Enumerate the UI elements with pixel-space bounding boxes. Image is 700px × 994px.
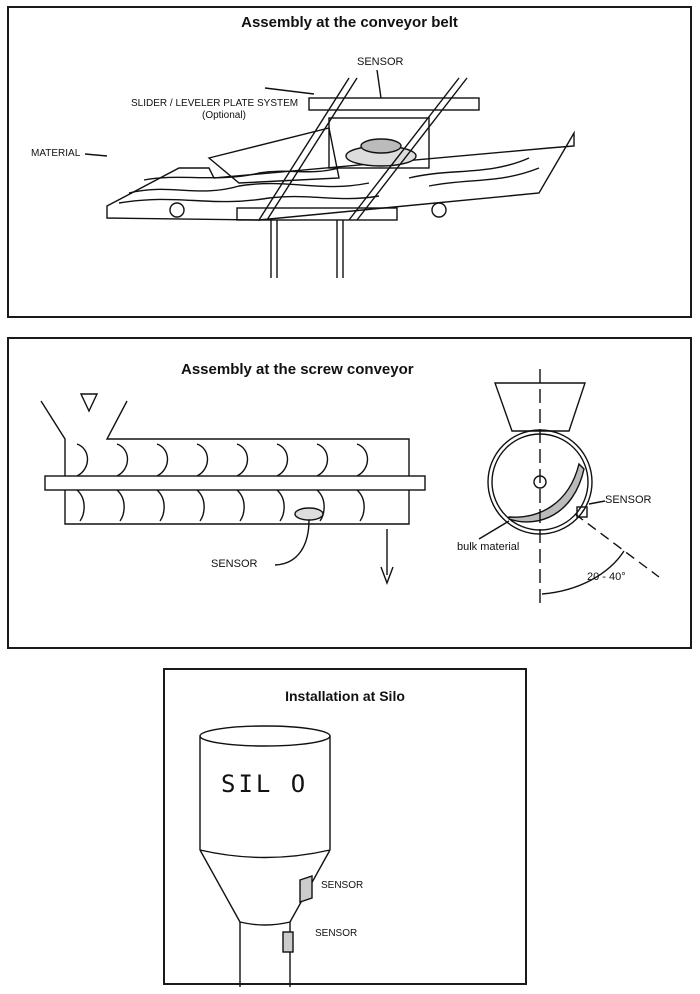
screw-flight (316, 443, 329, 522)
silo-text: SIL O (221, 770, 309, 798)
screw-flight (236, 443, 249, 522)
screw-conveyor-title: Assembly at the screw conveyor (181, 361, 414, 378)
screw-flight (76, 443, 89, 522)
sensor-left-label: SENSOR (211, 558, 258, 570)
screw-flight (276, 443, 289, 522)
screw-conveyor-drawing (40, 369, 660, 609)
material-label: MATERIAL (31, 148, 81, 159)
screw-conveyor-panel: Assembly at the screw conveyor SENSOR SE… (7, 337, 692, 649)
sensor-upper-label: SENSOR (321, 880, 364, 891)
sensor-right-label: SENSOR (605, 494, 652, 506)
silo-drawing (199, 725, 331, 987)
screw-flight (156, 443, 169, 522)
screw-flight (196, 443, 209, 522)
conveyor-belt-title: Assembly at the conveyor belt (241, 14, 458, 31)
sensor-label: SENSOR (357, 56, 404, 68)
bulk-material-label: bulk material (457, 541, 520, 553)
conveyor-belt-drawing (84, 69, 575, 278)
screw-flight (356, 443, 369, 522)
angle-label: 20 - 40° (587, 571, 626, 583)
sensor-lower-label: SENSOR (315, 928, 358, 939)
silo-panel: Installation at Silo SIL O SENSOR SENSOR (163, 668, 527, 987)
screw-flight (116, 443, 129, 522)
conveyor-belt-panel: Assembly at the conveyor belt SENSOR SLI… (7, 6, 692, 318)
slider-label: SLIDER / LEVELER PLATE SYSTEM (131, 98, 299, 109)
silo-title: Installation at Silo (285, 688, 405, 704)
optional-label: (Optional) (202, 110, 246, 121)
